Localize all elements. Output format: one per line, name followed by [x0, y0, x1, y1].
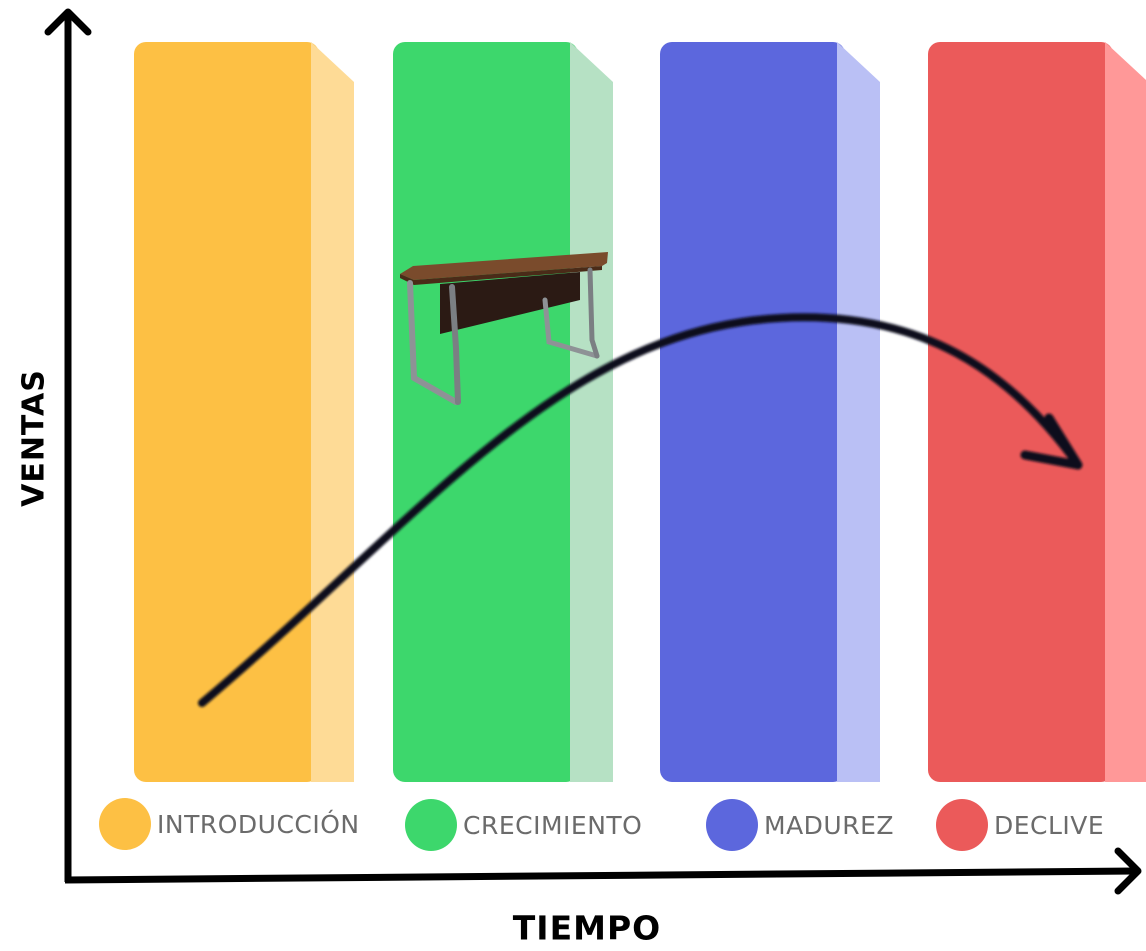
legend-dot [706, 799, 758, 851]
desk-modesty-panel [440, 272, 580, 334]
stage-crecimiento-column [393, 42, 613, 782]
sales-curve [198, 313, 1083, 707]
legend-item-declive: DECLIVE [936, 799, 1104, 851]
desk-right-back-leg [587, 267, 600, 359]
desk-top [400, 252, 608, 280]
stage-madurez-column [660, 42, 880, 782]
legend-item-crecimiento: CRECIMIENTO [405, 799, 642, 851]
x-axis [64, 847, 1142, 895]
x-axis-line [64, 867, 1137, 884]
stage-side-panel [311, 42, 354, 782]
stage-front-panel [928, 42, 1113, 782]
legend-item-introduccion: INTRODUCCIÓN [99, 798, 360, 850]
x-axis-title: TIEMPO [512, 908, 662, 948]
desk-left-front-leg [407, 280, 459, 405]
legend-label: INTRODUCCIÓN [157, 809, 360, 839]
desk-top-edge [400, 266, 602, 285]
y-axis [44, 8, 92, 882]
stage-side-panel [837, 42, 880, 782]
legend-label: MADUREZ [764, 810, 895, 840]
desk-left-back-leg [449, 284, 461, 405]
sales-curve-line [198, 313, 1082, 707]
desk-right-front-leg [542, 297, 600, 359]
x-axis-arrowhead [1114, 847, 1142, 895]
stage-declive-column [928, 42, 1146, 782]
legend-label: DECLIVE [994, 810, 1105, 840]
legend-dot [99, 798, 151, 850]
stage-front-panel [393, 42, 578, 782]
y-axis-arrowhead [44, 8, 92, 36]
stage-side-panel [1105, 42, 1146, 782]
legend-label: CRECIMIENTO [463, 810, 643, 840]
stage-introduccion-column [134, 42, 354, 782]
stage-side-panel [570, 42, 613, 782]
stage-front-panel [134, 42, 319, 782]
stage-front-panel [660, 42, 845, 782]
sales-curve-arrowhead [1020, 413, 1083, 470]
legend-dot [405, 799, 457, 851]
legend-item-madurez: MADUREZ [706, 799, 894, 851]
y-axis-title: VENTAS [16, 369, 52, 507]
legend-dot [936, 799, 988, 851]
office-desk-icon [400, 252, 608, 405]
